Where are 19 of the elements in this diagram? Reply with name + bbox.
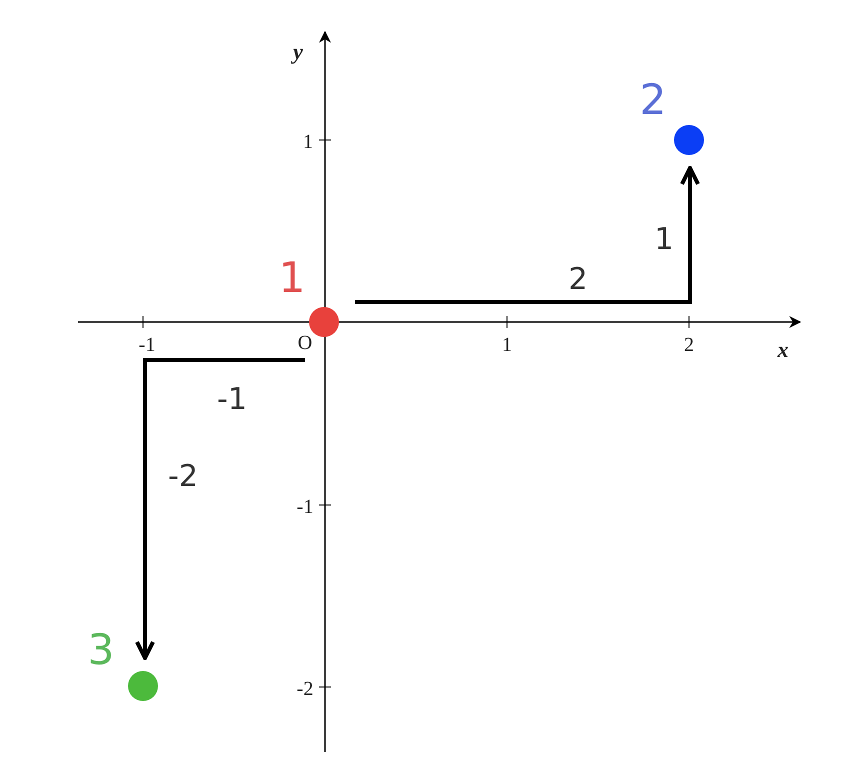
- tick-label: 1: [303, 132, 313, 152]
- step-label: 1: [654, 225, 674, 255]
- tick-label: -1: [296, 497, 314, 517]
- point-label: 3: [88, 629, 114, 671]
- tick-label: 2: [684, 335, 694, 355]
- origin-label: O: [298, 333, 312, 353]
- tick-label: -1: [138, 335, 156, 355]
- tick-label: 1: [502, 335, 512, 355]
- axis-label: y: [293, 41, 303, 63]
- point-dot: [309, 307, 339, 337]
- point-dot: [674, 125, 704, 155]
- point-label: 2: [640, 79, 666, 121]
- step-label: -2: [168, 462, 198, 492]
- step-label: -1: [217, 385, 247, 415]
- step-label: 2: [568, 265, 588, 295]
- axis-label: x: [778, 339, 788, 361]
- tick-label: -2: [296, 679, 314, 699]
- point-dot: [128, 671, 158, 701]
- point-label: 1: [278, 257, 306, 299]
